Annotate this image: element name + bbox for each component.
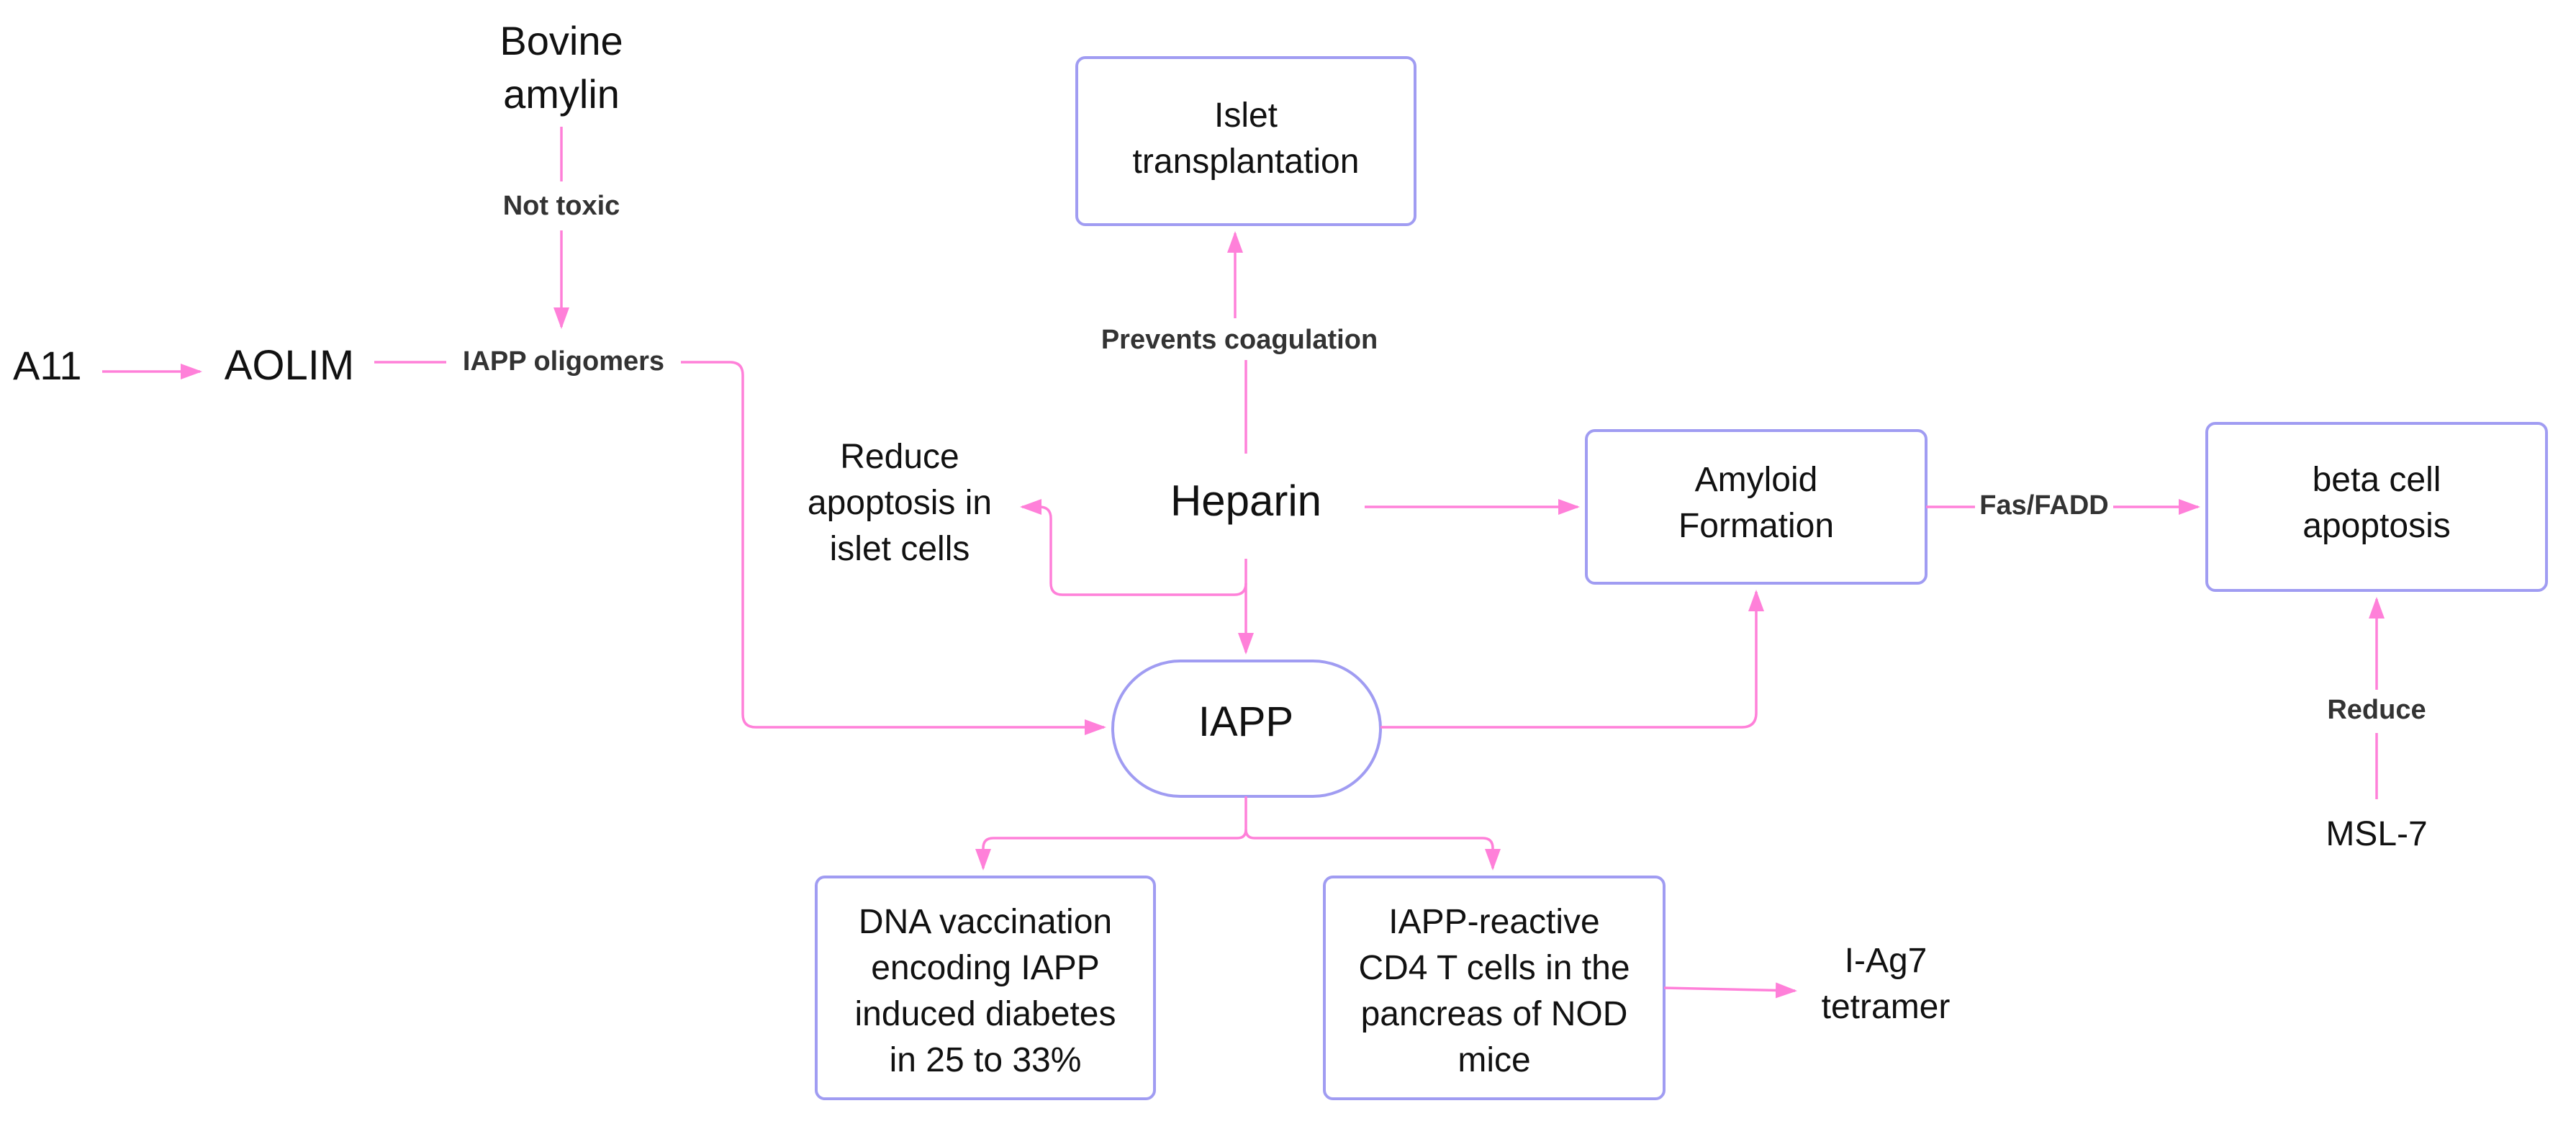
arrow-iapp-to-amyloid (1380, 590, 1764, 729)
aolim-label: AOLIM (225, 342, 355, 389)
beta-cell-apoptosis-label: beta cell apoptosis (2302, 461, 2450, 545)
reduce-apoptosis-label: Reduce apoptosis in islet cells (808, 438, 992, 568)
edge-label-prevents-coagulation: Prevents coagulation (1101, 325, 1378, 355)
islet-transplantation-label: Islet transplantation (1133, 96, 1360, 181)
bovine-amylin-label: Bovine amylin (500, 18, 623, 117)
amyloid-formation-label-line: Amyloid (1695, 461, 1818, 499)
edge-label-not-toxic-line: Not toxic (503, 191, 620, 221)
edge-label-not-toxic: Not toxic (503, 191, 620, 221)
dna-vaccination-label-line: in 25 to 33% (890, 1041, 1082, 1079)
dna-vaccination-label: DNA vaccination encoding IAPP induced diab… (855, 903, 1116, 1079)
dna-vaccination-label-line: induced diabetes (855, 995, 1116, 1033)
dna-vaccination-box[interactable] (815, 876, 1156, 1100)
heparin-label: Heparin (1170, 477, 1321, 525)
edge-label-fas-fadd-line: Fas/FADD (1979, 490, 2108, 521)
amyloid-formation-label-line: Formation (1678, 507, 1834, 545)
msl7-label: MSL-7 (2326, 815, 2427, 853)
edge-label-reduce-line: Reduce (2327, 695, 2426, 725)
bovine-amylin-label-line: Bovine (500, 18, 623, 63)
iag7-tetramer-label-line: tetramer (1822, 988, 1951, 1026)
arrow-iapp-to-dna-vaccination (975, 829, 1247, 871)
beta-cell-apoptosis-label-line: apoptosis (2302, 507, 2450, 545)
edge-label-iapp-oligomers: IAPP oligomers (463, 346, 664, 377)
reduce-apoptosis-label-line: apoptosis in (808, 484, 992, 522)
dna-vaccination-label-line: DNA vaccination (859, 903, 1112, 941)
bovine-amylin-label-line: amylin (503, 71, 620, 117)
iapp-reactive-label-line: CD4 T cells in the (1358, 949, 1630, 987)
iapp-reactive-label-line: IAPP-reactive (1388, 903, 1599, 941)
edge-label-fas-fadd: Fas/FADD (1979, 490, 2108, 521)
iapp-reactive-label-line: mice (1458, 1041, 1530, 1079)
edge-label-reduce: Reduce (2327, 695, 2426, 725)
iapp-label-line: IAPP (1198, 698, 1293, 745)
reduce-apoptosis-label-line: Reduce (840, 438, 959, 476)
beta-cell-apoptosis-label-line: beta cell (2313, 461, 2441, 499)
a11-label: A11 (13, 343, 81, 388)
edge-label-iapp-oligomers-line: IAPP oligomers (463, 346, 664, 377)
heparin-label-line: Heparin (1170, 477, 1321, 525)
iag7-tetramer-label: I-Ag7 tetramer (1822, 942, 1951, 1026)
islet-transplantation-label-line: transplantation (1133, 143, 1360, 181)
islet-transplantation-box[interactable] (1075, 56, 1416, 226)
msl7-label-line: MSL-7 (2326, 815, 2427, 853)
arrow-reactive-to-tetramer (1663, 982, 1797, 999)
arrow-heparin-to-reduce-apoptosis (1020, 499, 1247, 596)
a11-label-line: A11 (13, 343, 81, 388)
islet-transplantation-label-line: Islet (1214, 96, 1278, 135)
dna-vaccination-label-line: encoding IAPP (871, 949, 1100, 987)
iapp-reactive-label-line: pancreas of NOD (1361, 995, 1628, 1033)
edge-label-prevents-coagulation-line: Prevents coagulation (1101, 325, 1378, 355)
aolim-label-line: AOLIM (225, 342, 355, 389)
beta-cell-apoptosis-box[interactable] (2205, 422, 2548, 592)
reduce-apoptosis-label-line: islet cells (830, 530, 970, 568)
iag7-tetramer-label-line: I-Ag7 (1845, 942, 1928, 980)
arrow-oligomers-to-iapp (681, 361, 1106, 735)
arrow-iapp-to-reactive-t-cells (1255, 837, 1501, 871)
connectors (102, 127, 2385, 999)
line-iapp-down (1244, 796, 1255, 840)
iapp-label: IAPP (1198, 698, 1293, 745)
